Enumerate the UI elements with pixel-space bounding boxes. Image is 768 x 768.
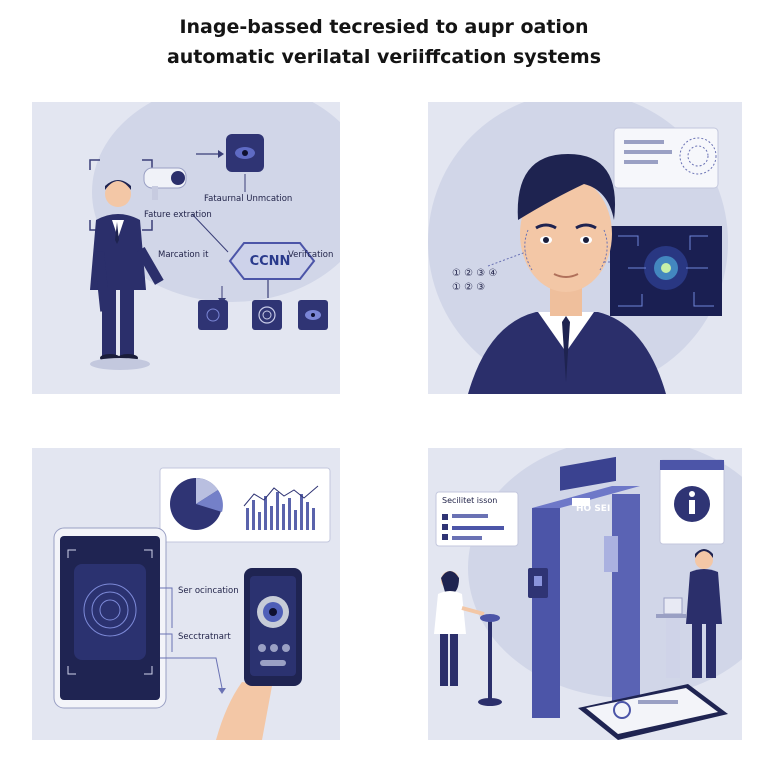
- neural-circuit-panel: [610, 226, 722, 316]
- analytics-card: [159, 467, 331, 543]
- security-gate: [528, 456, 640, 718]
- floor-tablet: [578, 684, 728, 740]
- phone-device: [216, 568, 302, 740]
- tablet-device: [53, 527, 167, 709]
- label-verification: Verifcation: [288, 250, 334, 260]
- person-figure: [90, 180, 164, 370]
- info-sign: [435, 491, 519, 547]
- code-row-2: ① ② ③: [452, 282, 486, 293]
- label-cnn: CCNN: [249, 253, 291, 269]
- label-matching: Marcation it: [158, 250, 209, 260]
- panel-device-scan: Ser ocincation Secctratnart: [32, 448, 340, 740]
- fingerprint-icon: [198, 300, 228, 330]
- info-card: [613, 127, 719, 189]
- person-face: [468, 154, 666, 394]
- id-window-icon: [659, 459, 725, 545]
- device-scan-illustration: [53, 467, 331, 740]
- cnn-node: [228, 242, 316, 280]
- pipeline-illustration: [89, 102, 340, 370]
- panel-security-gate: Secilitet isson HO SEI: [428, 448, 742, 740]
- face-scan-illustration: [428, 102, 728, 394]
- title-line-2: automatic verilatal veriiffcation system…: [166, 46, 602, 68]
- label-gate: HO SEI: [576, 504, 611, 514]
- security-gate-illustration: [434, 448, 742, 740]
- label-feature-extraction: Fature extration: [144, 210, 212, 220]
- officer-figure: [686, 549, 722, 678]
- code-row-1: ① ② ③ ④: [452, 268, 498, 279]
- panel-pipeline: Fataurnal Unmcation Fature extration Mar…: [32, 102, 340, 394]
- camera-icon: [143, 167, 187, 200]
- title-line-1: Inage-bassed tecresied to aupr oation: [179, 16, 589, 38]
- label-sign: Secilitet isson: [442, 496, 498, 505]
- iris-icon: [252, 300, 282, 330]
- label-feature-unmatched: Fataurnal Unmcation: [204, 194, 293, 204]
- panel-face-scan: ① ② ③ ④ ① ② ③: [428, 102, 742, 394]
- label-result: Secctratnart: [178, 632, 231, 642]
- label-scan: Ser ocincation: [178, 586, 239, 596]
- woman-figure: [434, 571, 485, 686]
